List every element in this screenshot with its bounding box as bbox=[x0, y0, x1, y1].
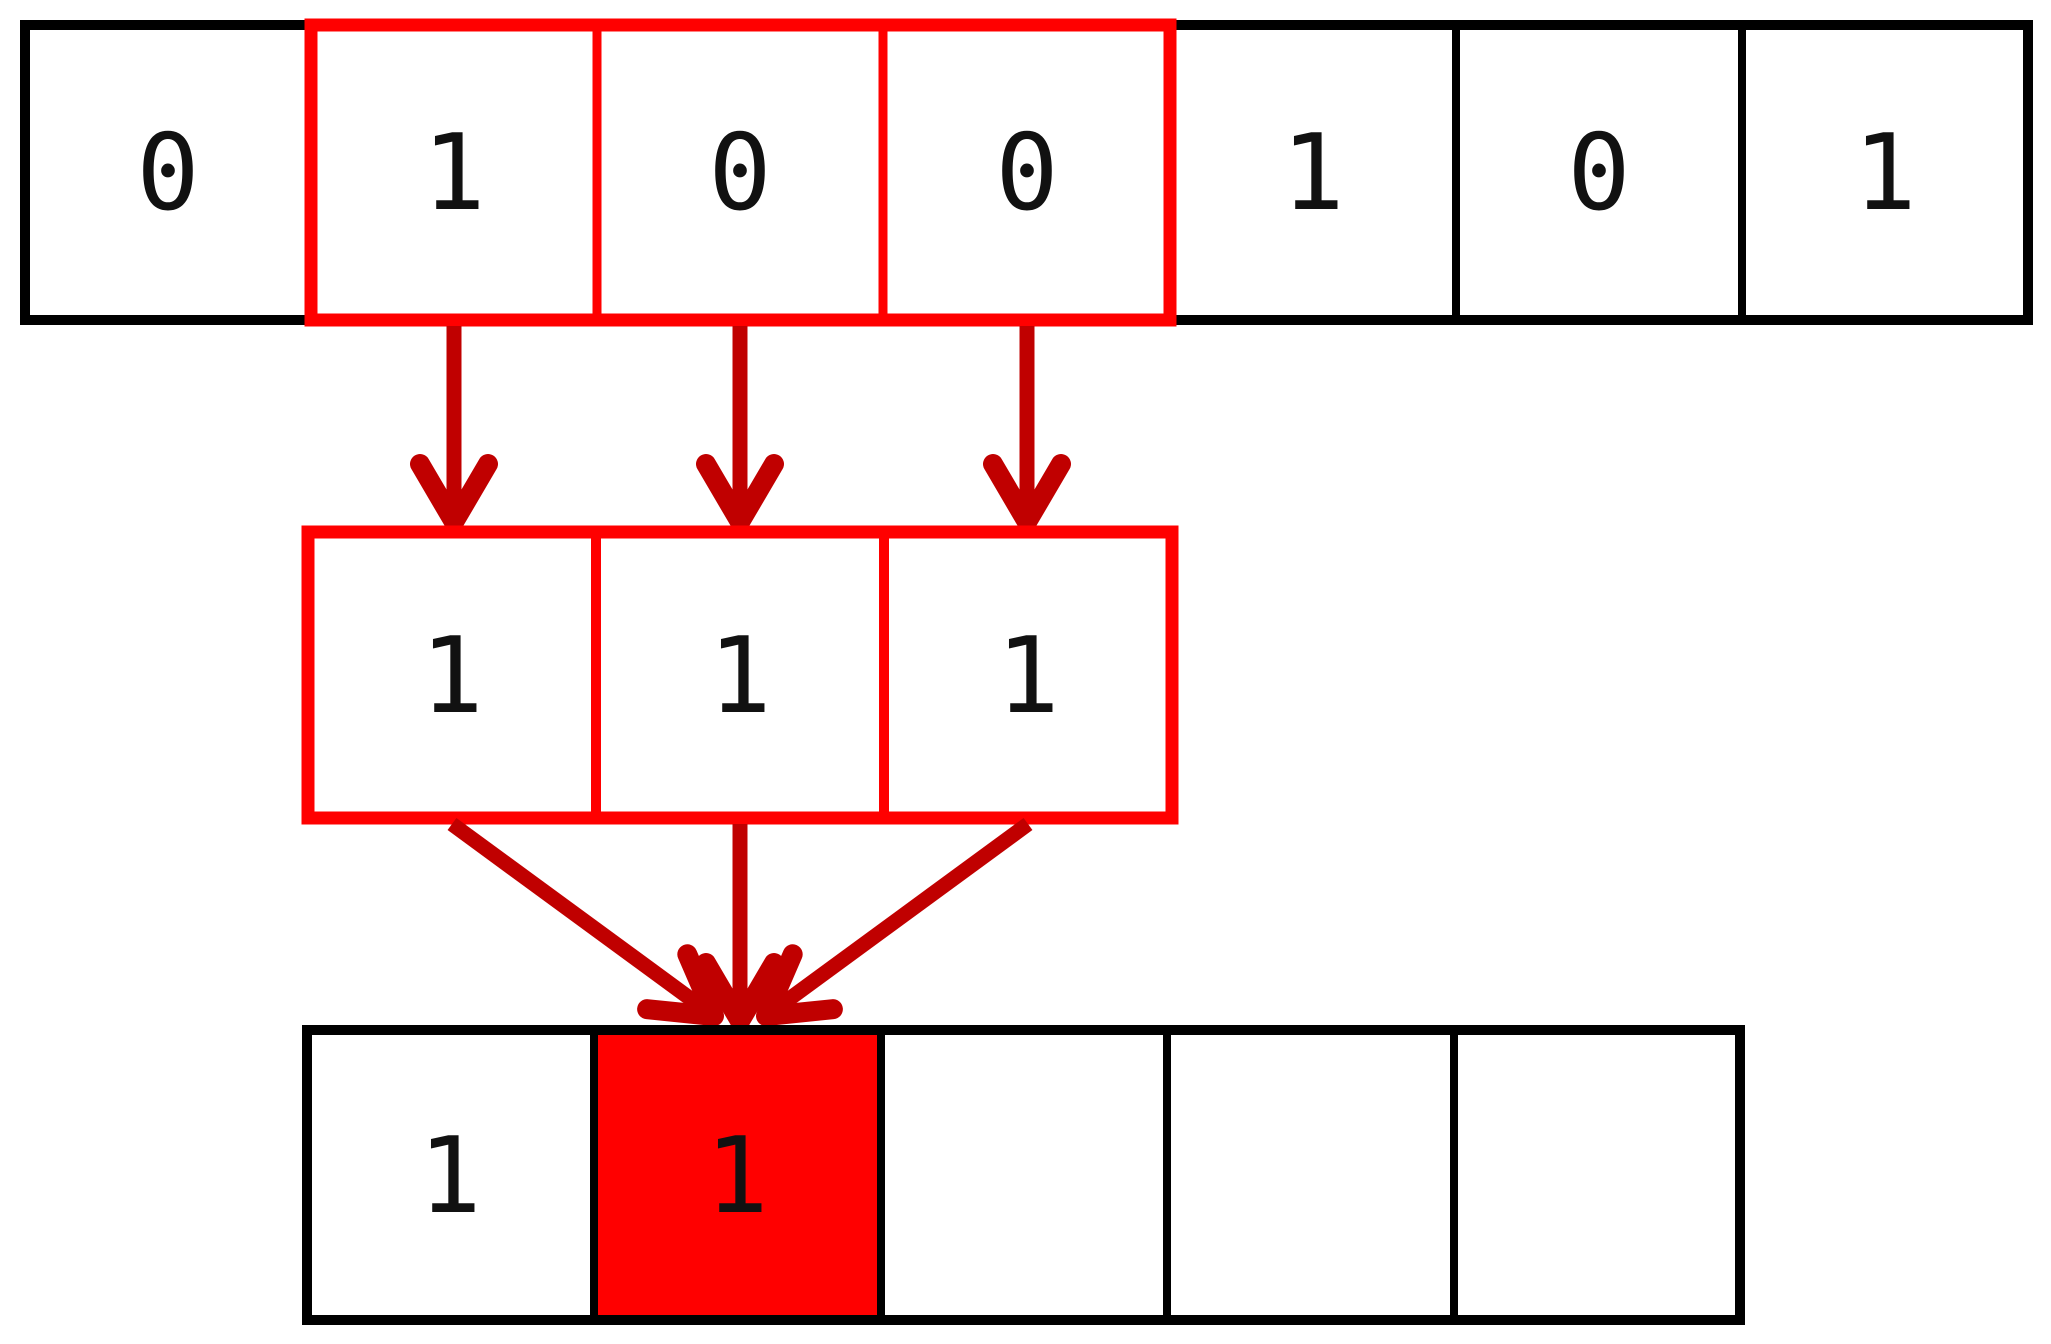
output-array-outline bbox=[302, 1025, 1745, 1325]
output-highlight-cell-fill bbox=[594, 1030, 881, 1320]
input-cell-1: 1 bbox=[422, 112, 485, 234]
window-result-cell-1: 1 bbox=[708, 615, 771, 737]
input-cell-3: 0 bbox=[995, 112, 1058, 234]
input-cell-4: 1 bbox=[1281, 112, 1344, 234]
window-result-outline bbox=[301, 525, 1179, 825]
window-result-row bbox=[301, 525, 1179, 825]
window-result-digits: 1 1 1 bbox=[420, 615, 1059, 737]
input-cell-5: 0 bbox=[1567, 112, 1630, 234]
window-result-cell-2: 1 bbox=[996, 615, 1059, 737]
sliding-window bbox=[304, 18, 1177, 327]
input-cell-0: 0 bbox=[136, 112, 199, 234]
converge-arrow-left bbox=[447, 817, 724, 1026]
output-digits: 1 1 bbox=[418, 1115, 768, 1237]
output-array-row bbox=[302, 1025, 1745, 1325]
converge-arrow-right bbox=[756, 817, 1033, 1026]
input-digits: 0 1 0 0 1 0 1 bbox=[136, 112, 1916, 234]
converging-arrows bbox=[447, 817, 1033, 1031]
input-array-row bbox=[20, 20, 2033, 325]
window-to-middle-arrows bbox=[410, 326, 1071, 532]
sliding-window-outline bbox=[304, 18, 1177, 327]
window-result-cell-0: 1 bbox=[420, 615, 483, 737]
input-array-outline bbox=[20, 20, 2033, 325]
input-cell-6: 1 bbox=[1853, 112, 1916, 234]
input-cell-2: 0 bbox=[708, 112, 771, 234]
output-cell-1: 1 bbox=[705, 1115, 768, 1237]
output-cell-0: 1 bbox=[418, 1115, 481, 1237]
